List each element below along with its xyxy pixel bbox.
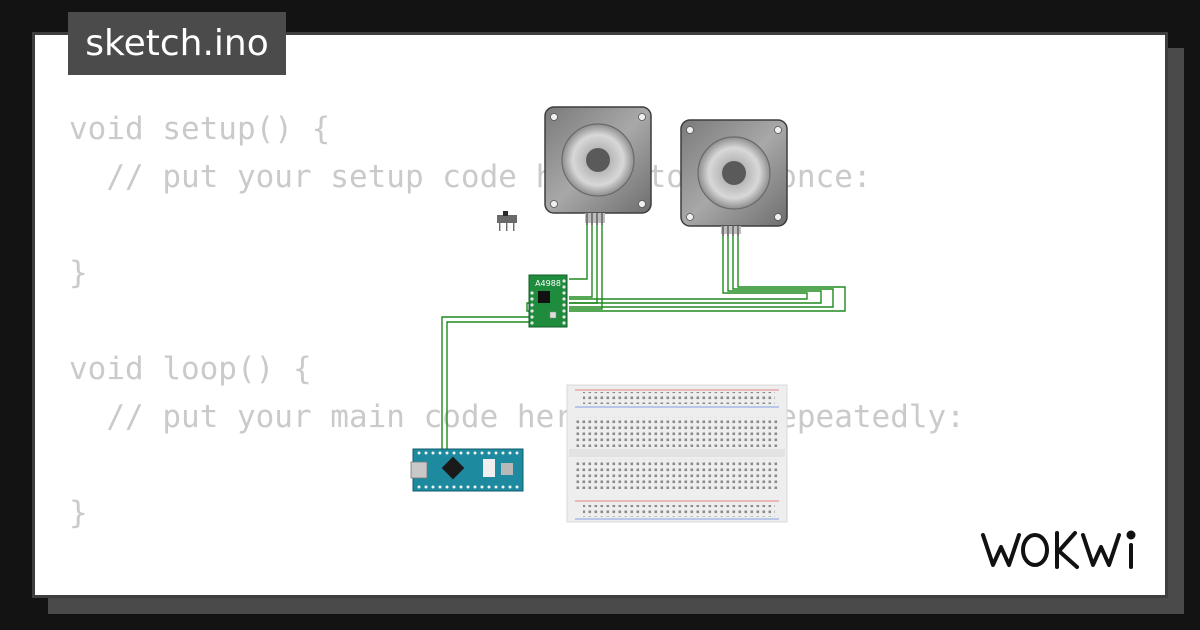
wire: [446, 321, 533, 453]
stepper-motor[interactable]: [680, 119, 788, 236]
code-line: }: [69, 255, 88, 291]
wokwi-logo: [981, 530, 1136, 569]
code-editor: void setup() { // put your setup code he…: [69, 105, 965, 537]
wires: [441, 225, 846, 453]
wire: [569, 225, 598, 304]
preview-card: void setup() { // put your setup code he…: [32, 32, 1168, 598]
wire: [569, 225, 603, 310]
stepper-motor[interactable]: [544, 106, 652, 225]
wire: [569, 228, 808, 300]
a4988-driver[interactable]: A4988: [528, 274, 568, 328]
code-line: }: [69, 495, 88, 531]
wire: [569, 228, 822, 304]
code-line: void setup() {: [69, 111, 331, 147]
wire: [569, 228, 846, 312]
arduino-nano[interactable]: [410, 448, 524, 492]
driver-label: A4988: [535, 279, 561, 288]
code-line: void loop() {: [69, 351, 312, 387]
wire: [441, 316, 533, 453]
file-tab-sketch[interactable]: sketch.ino: [68, 12, 286, 75]
breadboard[interactable]: [566, 384, 788, 523]
wire: [569, 225, 588, 280]
wire: [569, 225, 593, 298]
slide-switch[interactable]: [497, 211, 517, 231]
circuit-diagram: A4988: [410, 106, 846, 523]
wire: [569, 228, 834, 308]
